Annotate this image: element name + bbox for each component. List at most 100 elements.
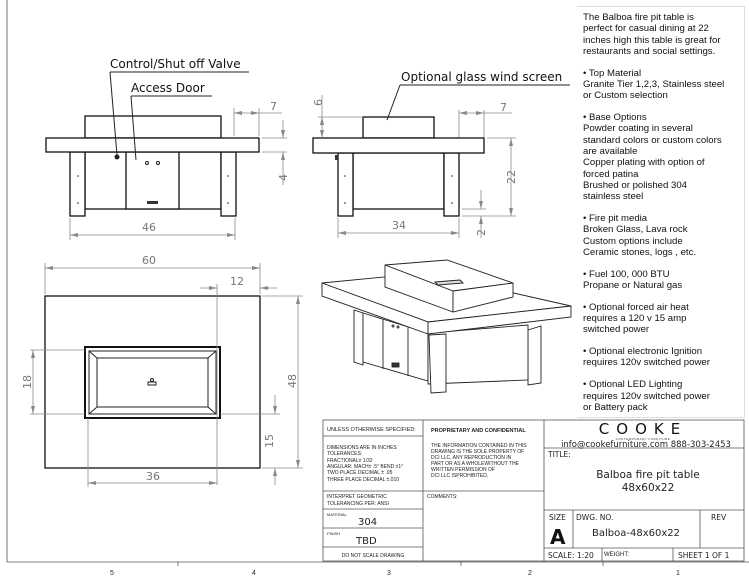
note-line: • Optional electronic Ignition xyxy=(583,346,703,358)
tolerance-line: ANGULAR: MACH± .5° BEND ±1° xyxy=(327,464,403,470)
dim-side-clearance: 2 xyxy=(475,229,488,236)
note-line: requires 120v switched power xyxy=(583,390,710,402)
interpret-line: TOLERANCING PER: ANSI xyxy=(327,501,389,507)
base-body-side xyxy=(352,152,445,210)
note-line: switched power xyxy=(583,324,650,336)
dim-top-offset: 12 xyxy=(230,275,244,288)
isometric-view xyxy=(321,259,572,394)
note-line: or Battery pack xyxy=(583,401,648,413)
note-line: Ceramic stones, logs , etc. xyxy=(583,246,697,258)
note-line: are available xyxy=(583,145,638,157)
tolerance-line: TOLERANCES: xyxy=(327,451,362,457)
proprietary-line: WRITTEN PERMISSION OF xyxy=(431,467,495,473)
dim-side-overhang: 7 xyxy=(500,101,507,114)
tolerance-line: TWO PLACE DECIMAL ± .05 xyxy=(327,470,393,476)
note-line: • Fire pit media xyxy=(583,212,648,224)
size-label: SIZE xyxy=(549,513,566,522)
finish-value: TBD xyxy=(355,536,377,547)
note-line: Brushed or polished 304 xyxy=(583,179,688,191)
dim-burner-depth: 18 xyxy=(21,375,34,389)
note-line: Granite Tier 1,2,3, Stainless steel xyxy=(583,78,725,90)
note-line: Broken Glass, Lava rock xyxy=(583,224,688,236)
note-line: requires a 120 v 15 amp xyxy=(583,313,687,325)
zone-2: 2 xyxy=(528,570,532,577)
finish-label: FINISH xyxy=(327,531,340,536)
zone-5: 5 xyxy=(110,570,114,577)
tolerance-line: THREE PLACE DECIMAL ±.010 xyxy=(327,477,399,483)
callout-glass-screen: Optional glass wind screen xyxy=(401,70,562,84)
title-label: TITLE: xyxy=(547,450,571,459)
proprietary-line: THE INFORMATION CONTAINED IN THIS xyxy=(431,443,527,449)
dim-front-overhang: 7 xyxy=(270,100,277,113)
note-line: inches high this table is great for xyxy=(583,34,721,46)
dim-front-top-thickness: 4 xyxy=(277,174,290,181)
drawing-title: Balboa fire pit table xyxy=(596,469,700,481)
tabletop-side xyxy=(312,137,485,154)
zone-labels: 5 4 3 2 1 xyxy=(110,570,680,577)
size-value: A xyxy=(550,525,566,549)
logo-tagline: CONTEMPORARY FURNITURE xyxy=(616,437,671,441)
material-label: MATERIAL xyxy=(327,512,347,517)
note-line: • Base Options xyxy=(583,112,647,124)
dim-burner-offset: 15 xyxy=(263,434,276,448)
note-line: Powder coating in several xyxy=(583,123,693,135)
note-line: forced patina xyxy=(583,168,639,180)
note-line: The Balboa fire pit table is xyxy=(583,12,694,23)
note-line: • Optional forced air heat xyxy=(583,301,689,313)
burner-icon xyxy=(147,378,157,386)
note-line: • Optional LED Lighting xyxy=(583,379,683,391)
proprietary-line: DCI LLC. ANY REPRODUCTION IN xyxy=(431,455,512,461)
dim-side-width: 34 xyxy=(392,219,406,232)
note-line: requires 120v switched power xyxy=(583,357,710,369)
do-not-scale: DO NOT SCALE DRAWING xyxy=(342,553,405,559)
zone-1: 1 xyxy=(676,570,680,577)
glass-screen-side xyxy=(362,116,435,139)
note-line: stainless steel xyxy=(583,191,644,203)
interpret-line: INTERPRET GEOMETRIC xyxy=(327,494,387,500)
vent-icon xyxy=(147,201,158,204)
callout-control-valve: Control/Shut off Valve xyxy=(110,57,241,71)
notes-panel-border xyxy=(577,6,745,418)
dim-top-depth: 48 xyxy=(286,374,299,388)
callout-access-door: Access Door xyxy=(131,81,205,95)
sheet-border xyxy=(6,0,749,566)
unless-specified: UNLESS OTHERWISE SPECIFIED: xyxy=(327,427,416,433)
dim-screen-height: 6 xyxy=(312,99,325,106)
note-line: or Custom selection xyxy=(583,90,668,102)
comments-label: COMMENTS: xyxy=(427,494,458,500)
scale-value: SCALE: 1:20 xyxy=(548,551,594,560)
leg-right xyxy=(220,151,237,217)
leg-left-side xyxy=(337,152,354,217)
contact-info: info@cookefurniture.com 888-303-2453 xyxy=(561,440,731,450)
dwg-no-value: Balboa-48x60x22 xyxy=(592,528,680,539)
top-view: 60 12 48 18 15 36 xyxy=(21,254,303,487)
note-line: • Top Material xyxy=(583,67,642,79)
proprietary-line: DRAWING IS THE SOLE PROPERTY OF xyxy=(431,449,524,455)
proprietary-line: PART OR AS A WHOLEWITHOUT THE xyxy=(431,461,520,467)
proprietary-line: DCI LLC ISPROHIBITED. xyxy=(431,473,488,479)
tolerance-line: DIMENSIONS ARE IN INCHES xyxy=(327,445,397,451)
dim-front-width: 46 xyxy=(142,221,156,234)
access-door xyxy=(125,151,180,210)
tolerance-line: FRACTIONAL± 1/32 xyxy=(327,458,373,464)
note-line: Custom options include xyxy=(583,235,683,247)
dim-side-height: 22 xyxy=(505,170,518,184)
cooke-logo: COOKE xyxy=(599,420,687,438)
drawing-title-size: 48x60x22 xyxy=(622,482,675,494)
side-view: Optional glass wind screen 34 7 22 2 6 xyxy=(312,70,570,238)
tabletop-front xyxy=(45,137,260,153)
note-line: perfect for casual dining at 22 xyxy=(583,23,709,35)
valve-icon xyxy=(114,154,120,160)
leg-right-side xyxy=(443,152,460,217)
sheet-number: SHEET 1 OF 1 xyxy=(678,551,730,560)
glass-screen-front xyxy=(84,115,222,139)
